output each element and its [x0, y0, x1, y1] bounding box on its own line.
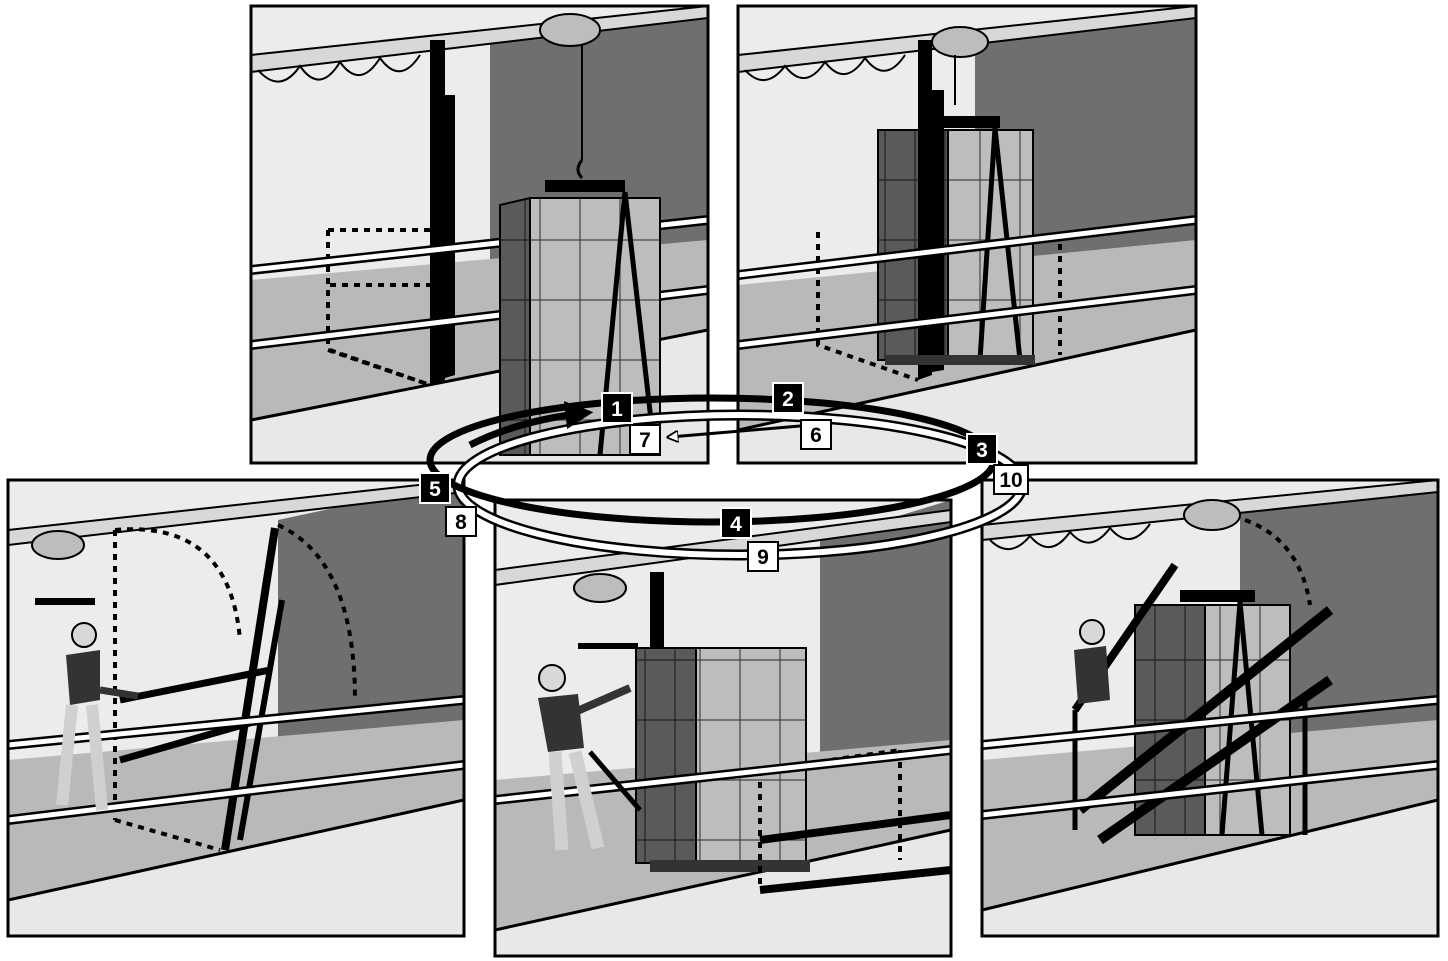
hoist-icon — [31, 530, 85, 560]
step-7: 7 — [629, 424, 661, 455]
panel-3 — [980, 478, 1440, 938]
panel-1 — [249, 4, 710, 465]
operator-figure — [1074, 619, 1110, 704]
svg-text:1: 1 — [611, 398, 623, 421]
panel-2 — [736, 4, 1198, 465]
svg-text:6: 6 — [810, 424, 822, 447]
svg-text:10: 10 — [999, 469, 1022, 492]
step-labels: 1 2 3 4 5 6 7 8 — [419, 382, 1029, 572]
svg-text:3: 3 — [976, 439, 988, 462]
step-10: 10 — [993, 464, 1029, 495]
panel-4 — [493, 498, 953, 958]
svg-text:8: 8 — [455, 511, 467, 534]
hoist-icon — [1183, 499, 1241, 531]
hoist-icon — [573, 573, 627, 603]
hoist-icon — [539, 13, 601, 47]
svg-text:5: 5 — [429, 478, 441, 501]
step-6: 6 — [800, 419, 832, 450]
step-4: 4 — [720, 507, 752, 539]
panel-5 — [6, 478, 466, 938]
svg-text:7: 7 — [639, 429, 651, 452]
svg-text:2: 2 — [782, 388, 794, 411]
operator-figure — [56, 622, 139, 811]
step-2: 2 — [772, 382, 804, 414]
step-9: 9 — [747, 541, 779, 572]
hoist-icon — [931, 26, 989, 58]
step-3: 3 — [966, 433, 998, 465]
step-5: 5 — [419, 472, 451, 504]
step-1: 1 — [601, 392, 633, 424]
operator-figure — [538, 664, 642, 851]
step-8: 8 — [445, 506, 477, 537]
svg-text:4: 4 — [730, 513, 742, 536]
svg-text:9: 9 — [757, 546, 769, 569]
